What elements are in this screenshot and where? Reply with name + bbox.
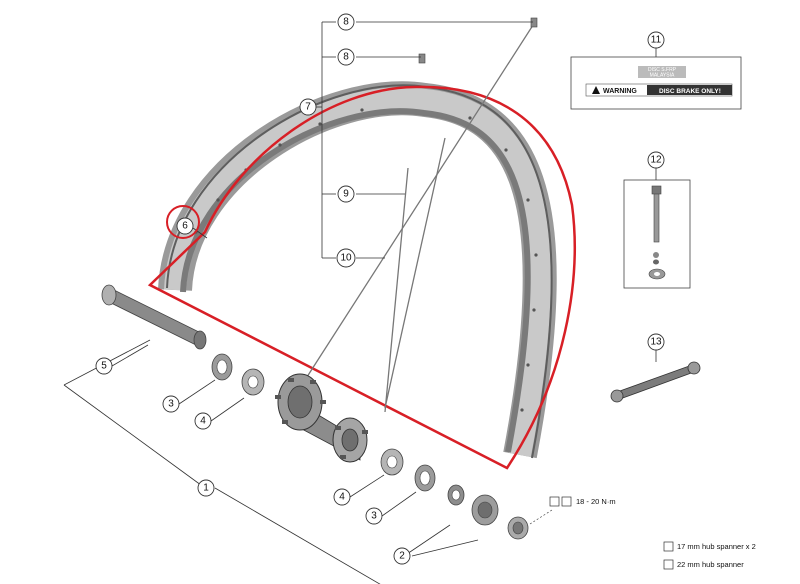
svg-text:18 - 20 N·m: 18 - 20 N·m	[576, 497, 616, 506]
svg-text:WARNING: WARNING	[603, 88, 637, 95]
svg-text:DISC BRAKE ONLY!: DISC BRAKE ONLY!	[659, 88, 721, 95]
callout-2: 2	[393, 547, 411, 565]
callout-5: 5	[95, 357, 113, 375]
warning-triangle-icon	[592, 86, 600, 94]
hub-spanner-17-icon	[549, 496, 560, 507]
svg-text:11: 11	[651, 35, 662, 46]
svg-text:22 mm hub spanner: 22 mm hub spanner	[677, 560, 744, 569]
callout-4-right: 4	[333, 488, 351, 506]
svg-text:3: 3	[168, 399, 174, 410]
callout-8-top: 8	[337, 13, 355, 31]
rim-highlight-outline	[147, 85, 576, 470]
hub-body	[275, 373, 368, 463]
svg-text:1: 1	[203, 483, 209, 494]
svg-text:DISC S.FRP: DISC S.FRP	[648, 67, 677, 73]
svg-text:5: 5	[101, 361, 107, 372]
callout-3-left: 3	[162, 395, 180, 413]
end-cap	[507, 516, 529, 540]
valve-panel	[623, 179, 691, 289]
hub-spanner-22-icon	[663, 559, 674, 570]
left-spacer	[211, 353, 233, 381]
right-spacer	[414, 464, 436, 492]
svg-text:4: 4	[200, 416, 206, 427]
svg-text:7: 7	[305, 102, 311, 113]
svg-text:4: 4	[339, 492, 345, 503]
callout-6: 6	[166, 205, 200, 239]
callout-1: 1	[197, 479, 215, 497]
svg-text:2: 2	[399, 551, 405, 562]
spoke-nipples	[418, 17, 538, 64]
svg-text:17 mm hub spanner x 2: 17 mm hub spanner x 2	[677, 542, 756, 551]
svg-text:12: 12	[650, 155, 662, 166]
callout-3-right: 3	[365, 507, 383, 525]
svg-text:8: 8	[343, 52, 349, 63]
callout-11: 11	[647, 31, 665, 49]
svg-text:9: 9	[343, 189, 349, 200]
spokes	[304, 21, 536, 413]
cone-nut	[471, 494, 499, 526]
legend: 17 mm hub spanner x 2 22 mm hub spanner	[663, 541, 756, 570]
callout-12: 12	[647, 151, 665, 169]
lock-nut-small	[447, 484, 465, 506]
svg-text:10: 10	[340, 253, 352, 264]
callout-7: 7	[299, 98, 317, 116]
warning-label-panel: DISC S.FRP MALAYSIA WARNING DISC BRAKE O…	[570, 56, 742, 110]
left-bearing	[241, 368, 265, 396]
svg-text:8: 8	[343, 17, 349, 28]
callout-4-left: 4	[194, 412, 212, 430]
callout-10: 10	[336, 248, 356, 268]
svg-text:MALAYSIA: MALAYSIA	[650, 73, 675, 79]
axle	[101, 284, 207, 350]
svg-text:13: 13	[650, 337, 662, 348]
hub-spanner-17-icon	[663, 541, 674, 552]
svg-text:3: 3	[371, 511, 377, 522]
svg-text:6: 6	[182, 221, 188, 232]
spoke-wrench	[610, 361, 701, 403]
rim	[158, 81, 557, 459]
callout-13: 13	[647, 333, 665, 351]
right-bearing	[380, 448, 404, 476]
callout-8-lower: 8	[337, 48, 355, 66]
torque-spec: 18 - 20 N·m	[549, 496, 616, 507]
callout-9: 9	[337, 185, 355, 203]
hub-spanner-22-icon	[561, 496, 572, 507]
